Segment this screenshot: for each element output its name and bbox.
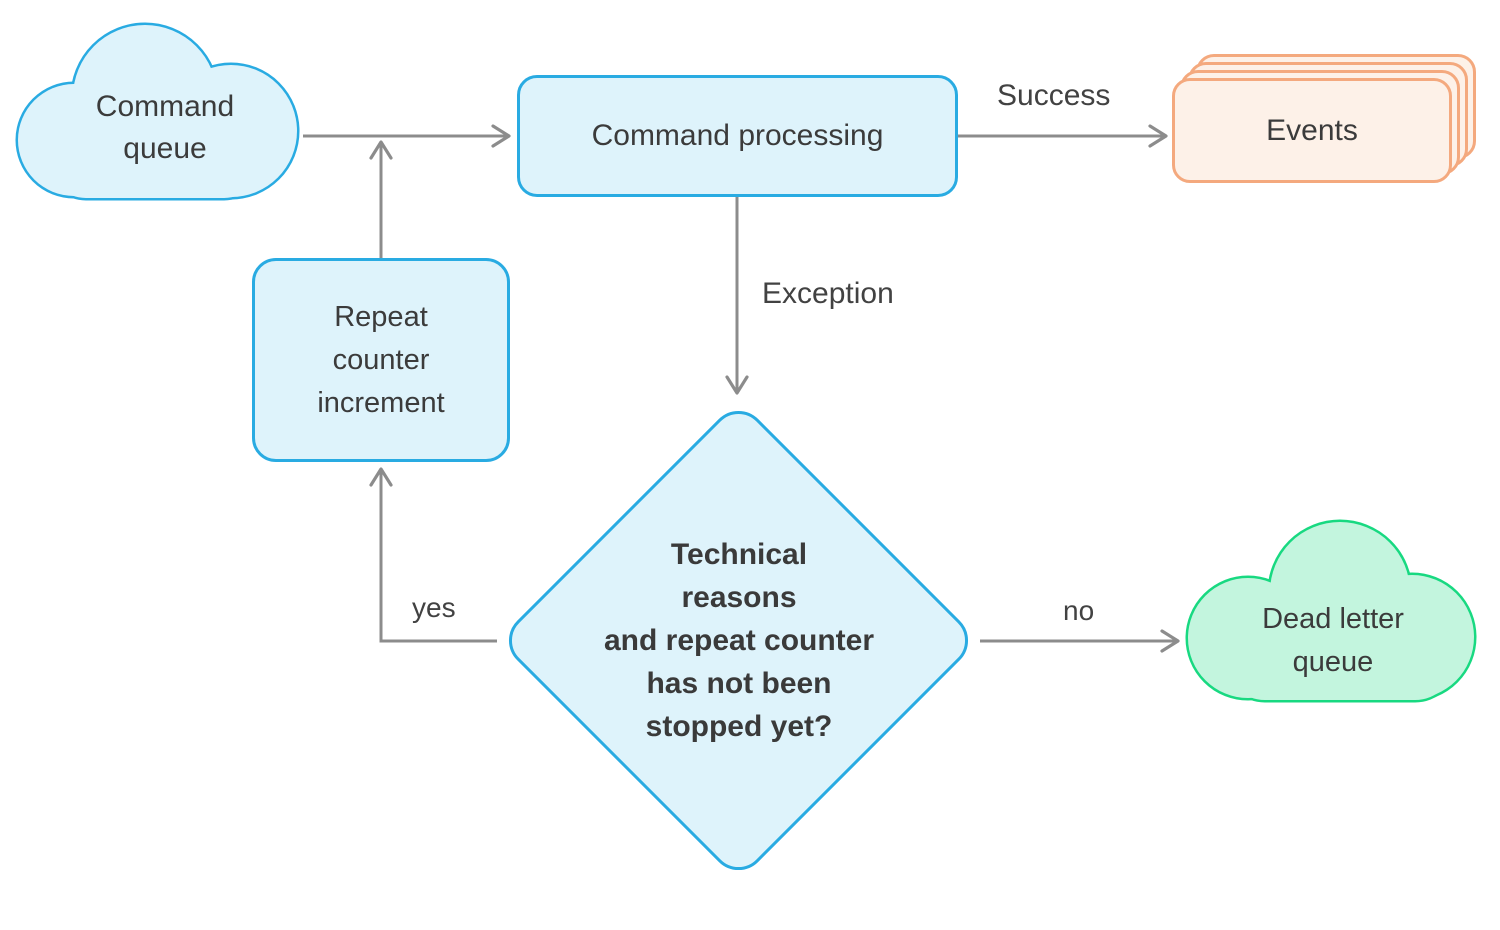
command-queue-line-1: Command bbox=[95, 90, 235, 123]
edge-label-exception: Exception bbox=[762, 277, 894, 310]
events-card-front: Events bbox=[1172, 78, 1452, 183]
events-label: Events bbox=[1266, 113, 1358, 147]
command-queue-line-2: queue bbox=[123, 132, 207, 165]
edge-label-success: Success bbox=[997, 79, 1111, 112]
decision-line-3: and repeat counter bbox=[603, 624, 875, 657]
decision-line-1: Technical bbox=[670, 538, 808, 571]
repeat-counter-line-2: counter bbox=[332, 343, 430, 376]
dead-letter-line-1: Dead letter bbox=[1262, 603, 1404, 635]
dead-letter-queue-cloud bbox=[1185, 519, 1477, 703]
decision-line-2: reasons bbox=[681, 581, 797, 614]
command-processing-label: Command processing bbox=[591, 119, 884, 152]
dead-letter-queue-label: Dead letter queue bbox=[1208, 598, 1458, 684]
edge-decision-yes-to-repeat bbox=[369, 467, 497, 643]
edge-label-no: no bbox=[1063, 595, 1095, 626]
decision-line-4: has not been bbox=[646, 667, 832, 700]
repeat-counter-line-1: Repeat bbox=[334, 300, 428, 333]
edge-label-yes: yes bbox=[412, 592, 456, 623]
repeat-counter-line-3: increment bbox=[317, 386, 445, 419]
repeat-counter-label: Repeat counter increment bbox=[317, 296, 444, 425]
command-processing-node: Command processing bbox=[517, 75, 958, 197]
dead-letter-line-2: queue bbox=[1292, 646, 1374, 678]
command-queue-cloud bbox=[15, 22, 300, 201]
decision-line-5: stopped yet? bbox=[645, 710, 833, 743]
repeat-counter-node: Repeat counter increment bbox=[252, 258, 510, 462]
command-queue-label: Command queue bbox=[40, 86, 290, 170]
decision-label: Technical reasons and repeat counter has… bbox=[529, 533, 949, 748]
